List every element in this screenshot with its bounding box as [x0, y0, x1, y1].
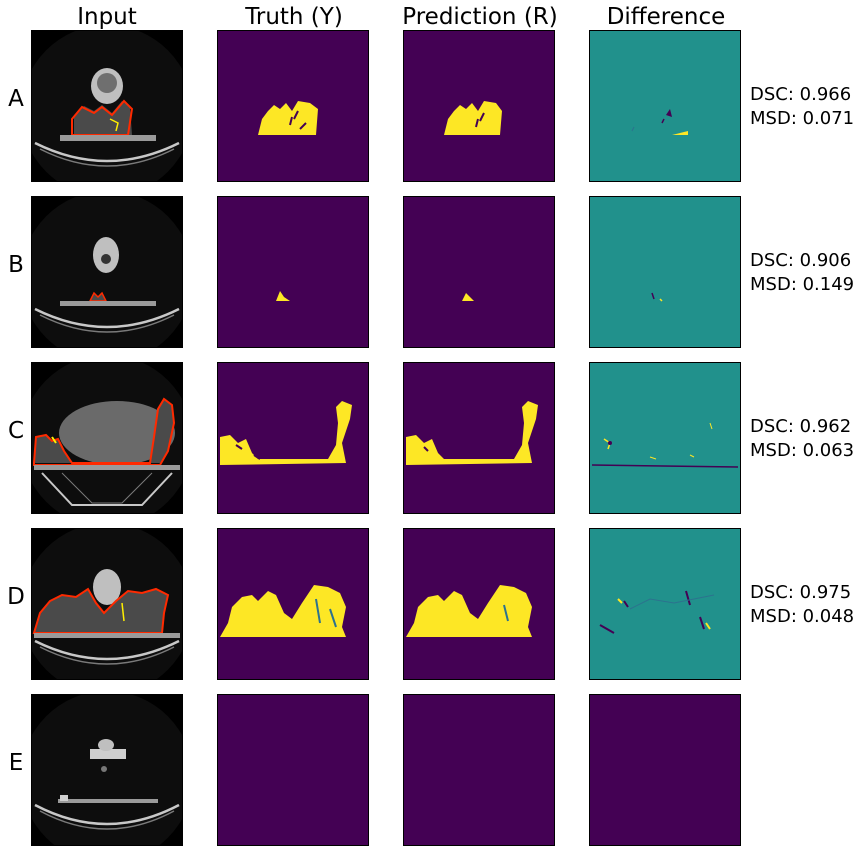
prediction-mask-c [403, 362, 555, 514]
metrics-d: DSC: 0.975 MSD: 0.048 [750, 581, 854, 629]
prediction-column-title: Prediction (R) [402, 4, 558, 30]
truth-mask-a [217, 30, 369, 182]
metrics-a: DSC: 0.966 MSD: 0.071 [750, 83, 854, 131]
prediction-mask-a [403, 30, 555, 182]
input-image-e [31, 694, 183, 846]
input-image-d [31, 528, 183, 680]
truth-mask-d [217, 528, 369, 680]
row-label-b: B [8, 252, 24, 278]
msd-value-a: MSD: 0.071 [750, 108, 855, 129]
dsc-value-b: DSC: 0.906 [750, 250, 852, 271]
truth-mask-e [217, 694, 369, 846]
difference-map-b [589, 196, 741, 348]
input-image-a [31, 30, 183, 182]
prediction-mask-b [403, 196, 555, 348]
truth-mask-b [217, 196, 369, 348]
truth-column-title: Truth (Y) [245, 4, 343, 30]
row-label-a: A [8, 86, 24, 112]
difference-map-c [589, 362, 741, 514]
prediction-mask-d [403, 528, 555, 680]
dsc-value-a: DSC: 0.966 [750, 84, 852, 105]
difference-map-d [589, 528, 741, 680]
truth-mask-c [217, 362, 369, 514]
metrics-c: DSC: 0.962 MSD: 0.063 [750, 415, 854, 463]
dsc-value-d: DSC: 0.975 [750, 582, 852, 603]
row-label-c: C [7, 418, 25, 444]
row-label-d: D [7, 584, 25, 610]
prediction-mask-e [403, 694, 555, 846]
difference-map-e [589, 694, 741, 846]
input-image-c [31, 362, 183, 514]
input-image-b [31, 196, 183, 348]
metrics-b: DSC: 0.906 MSD: 0.149 [750, 249, 854, 297]
input-column-title: Input [77, 4, 137, 30]
msd-value-b: MSD: 0.149 [750, 274, 855, 295]
msd-value-d: MSD: 0.048 [750, 606, 855, 627]
difference-column-title: Difference [606, 4, 726, 30]
dsc-value-c: DSC: 0.962 [750, 416, 852, 437]
msd-value-c: MSD: 0.063 [750, 440, 855, 461]
row-label-e: E [8, 750, 24, 776]
difference-map-a [589, 30, 741, 182]
